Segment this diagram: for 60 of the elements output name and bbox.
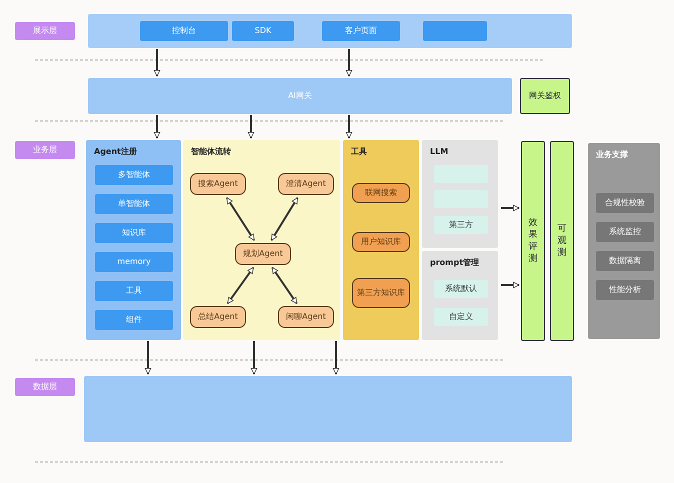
component-box: 工具 — [95, 281, 173, 301]
prompt-box: 系统默认 — [434, 280, 488, 298]
model-box: 第三方 — [434, 216, 488, 234]
layer-label: 业务层 — [15, 141, 75, 159]
arrow — [270, 197, 298, 241]
agent-box: 闲聊Agent — [278, 306, 334, 328]
layer-label: 展示层 — [15, 22, 75, 40]
arrow — [154, 115, 160, 138]
component-box: 单智能体 — [95, 194, 173, 214]
arrow — [346, 49, 352, 76]
arrow — [501, 204, 520, 212]
agent-box: 总结Agent — [190, 306, 246, 328]
panel-heading: 智能体流转 — [191, 148, 231, 157]
auth-box: 网关鉴权 — [520, 78, 570, 114]
arrow — [226, 266, 254, 304]
support-box: 数据隔离 — [596, 251, 654, 271]
panel-heading: LLM — [430, 148, 448, 157]
arrow — [248, 115, 254, 138]
arrow — [226, 197, 255, 241]
component-box: 客户页面 — [322, 21, 400, 41]
component-box: 知识库 — [95, 223, 173, 243]
panel-heading: 工具 — [351, 148, 367, 157]
component-box: memory — [95, 252, 173, 272]
storage-band — [84, 376, 572, 442]
agent-box: 搜索Agent — [190, 173, 246, 195]
vertical-bar: 效果评测 — [521, 141, 545, 341]
arrow — [332, 341, 340, 374]
panel-heading: prompt管理 — [430, 259, 480, 268]
component-box: 组件 — [95, 310, 173, 330]
component-box: 控制台 — [140, 21, 228, 41]
arrow — [144, 341, 152, 374]
layer-band — [88, 14, 572, 48]
tool-box: 第三方知识库 — [352, 278, 410, 308]
arrow — [250, 341, 258, 374]
module-panel — [183, 140, 340, 340]
agent-box: 规划Agent — [235, 243, 291, 265]
tool-box: 联网搜索 — [352, 183, 410, 203]
tool-box: 用户知识库 — [352, 232, 410, 252]
vertical-bar: 可观测 — [550, 141, 574, 341]
gateway-band: AI网关 — [88, 78, 512, 114]
component-box: SDK — [232, 21, 294, 41]
arrow — [271, 266, 298, 304]
module-panel — [422, 140, 498, 248]
module-panel — [343, 140, 419, 340]
component-box: 多智能体 — [95, 165, 173, 185]
agent-box: 澄清Agent — [278, 173, 334, 195]
module-panel — [86, 140, 181, 340]
panel-heading: Agent注册 — [94, 148, 137, 157]
support-box: 合规性校验 — [596, 193, 654, 213]
module-panel — [422, 251, 498, 340]
layer-label: 数据层 — [15, 378, 75, 396]
support-box: 系统监控 — [596, 222, 654, 242]
prompt-box: 自定义 — [434, 308, 488, 326]
arrow — [346, 115, 352, 138]
support-box: 性能分析 — [596, 280, 654, 300]
arrow — [501, 282, 520, 288]
arrow — [154, 49, 160, 76]
component-box — [423, 21, 487, 41]
panel-heading: 业务支撑 — [596, 151, 628, 160]
module-panel — [588, 143, 660, 339]
